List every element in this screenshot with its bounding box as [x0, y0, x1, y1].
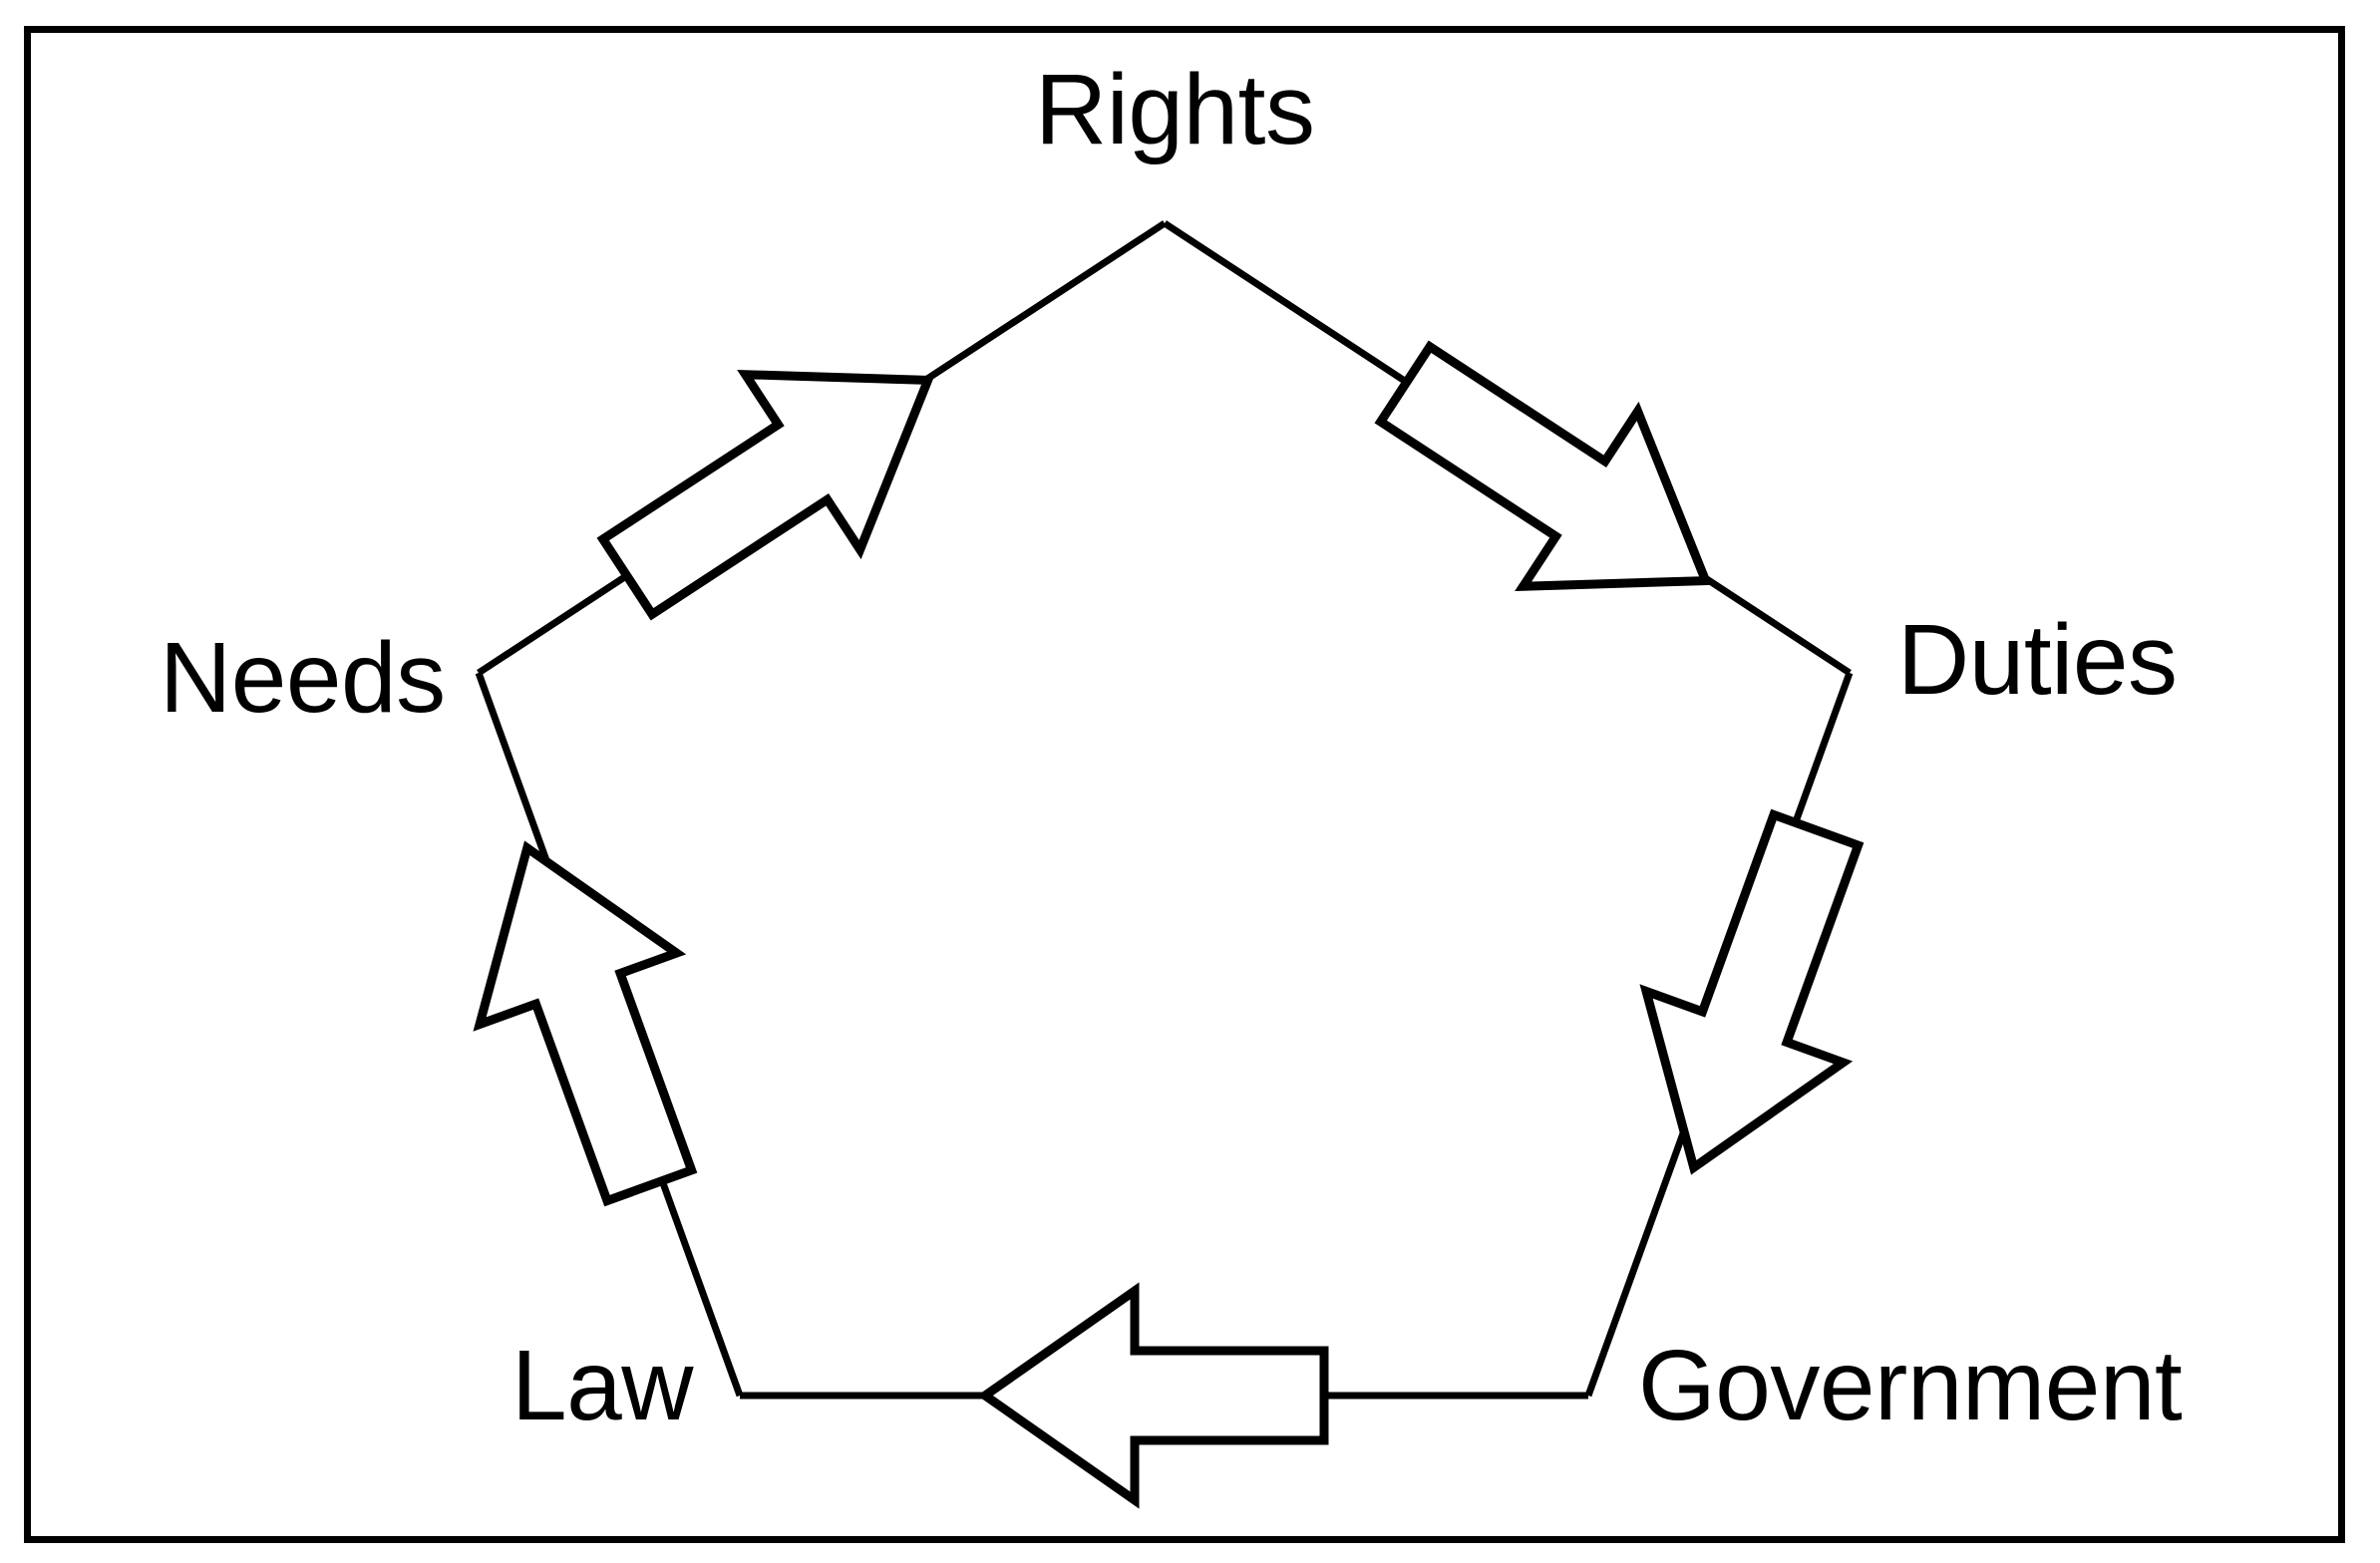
node-label-duties: Duties	[1897, 604, 2178, 716]
node-label-government: Government	[1638, 1330, 2183, 1441]
node-label-needs: Needs	[160, 622, 446, 734]
figure-border	[24, 26, 2345, 1543]
arrow-law-to-needs	[473, 840, 698, 1207]
arrow-rights-to-duties	[1374, 340, 1713, 592]
pentagon-edges	[475, 220, 1854, 1400]
node-label-law: Law	[511, 1330, 693, 1441]
arrow-duties-to-government	[1639, 808, 1865, 1175]
arrow-needs-to-rights	[596, 369, 935, 621]
arrow-government-to-law	[977, 1282, 1329, 1509]
pentagon-arrows	[473, 340, 1865, 1509]
node-label-rights: Rights	[1035, 54, 1315, 165]
